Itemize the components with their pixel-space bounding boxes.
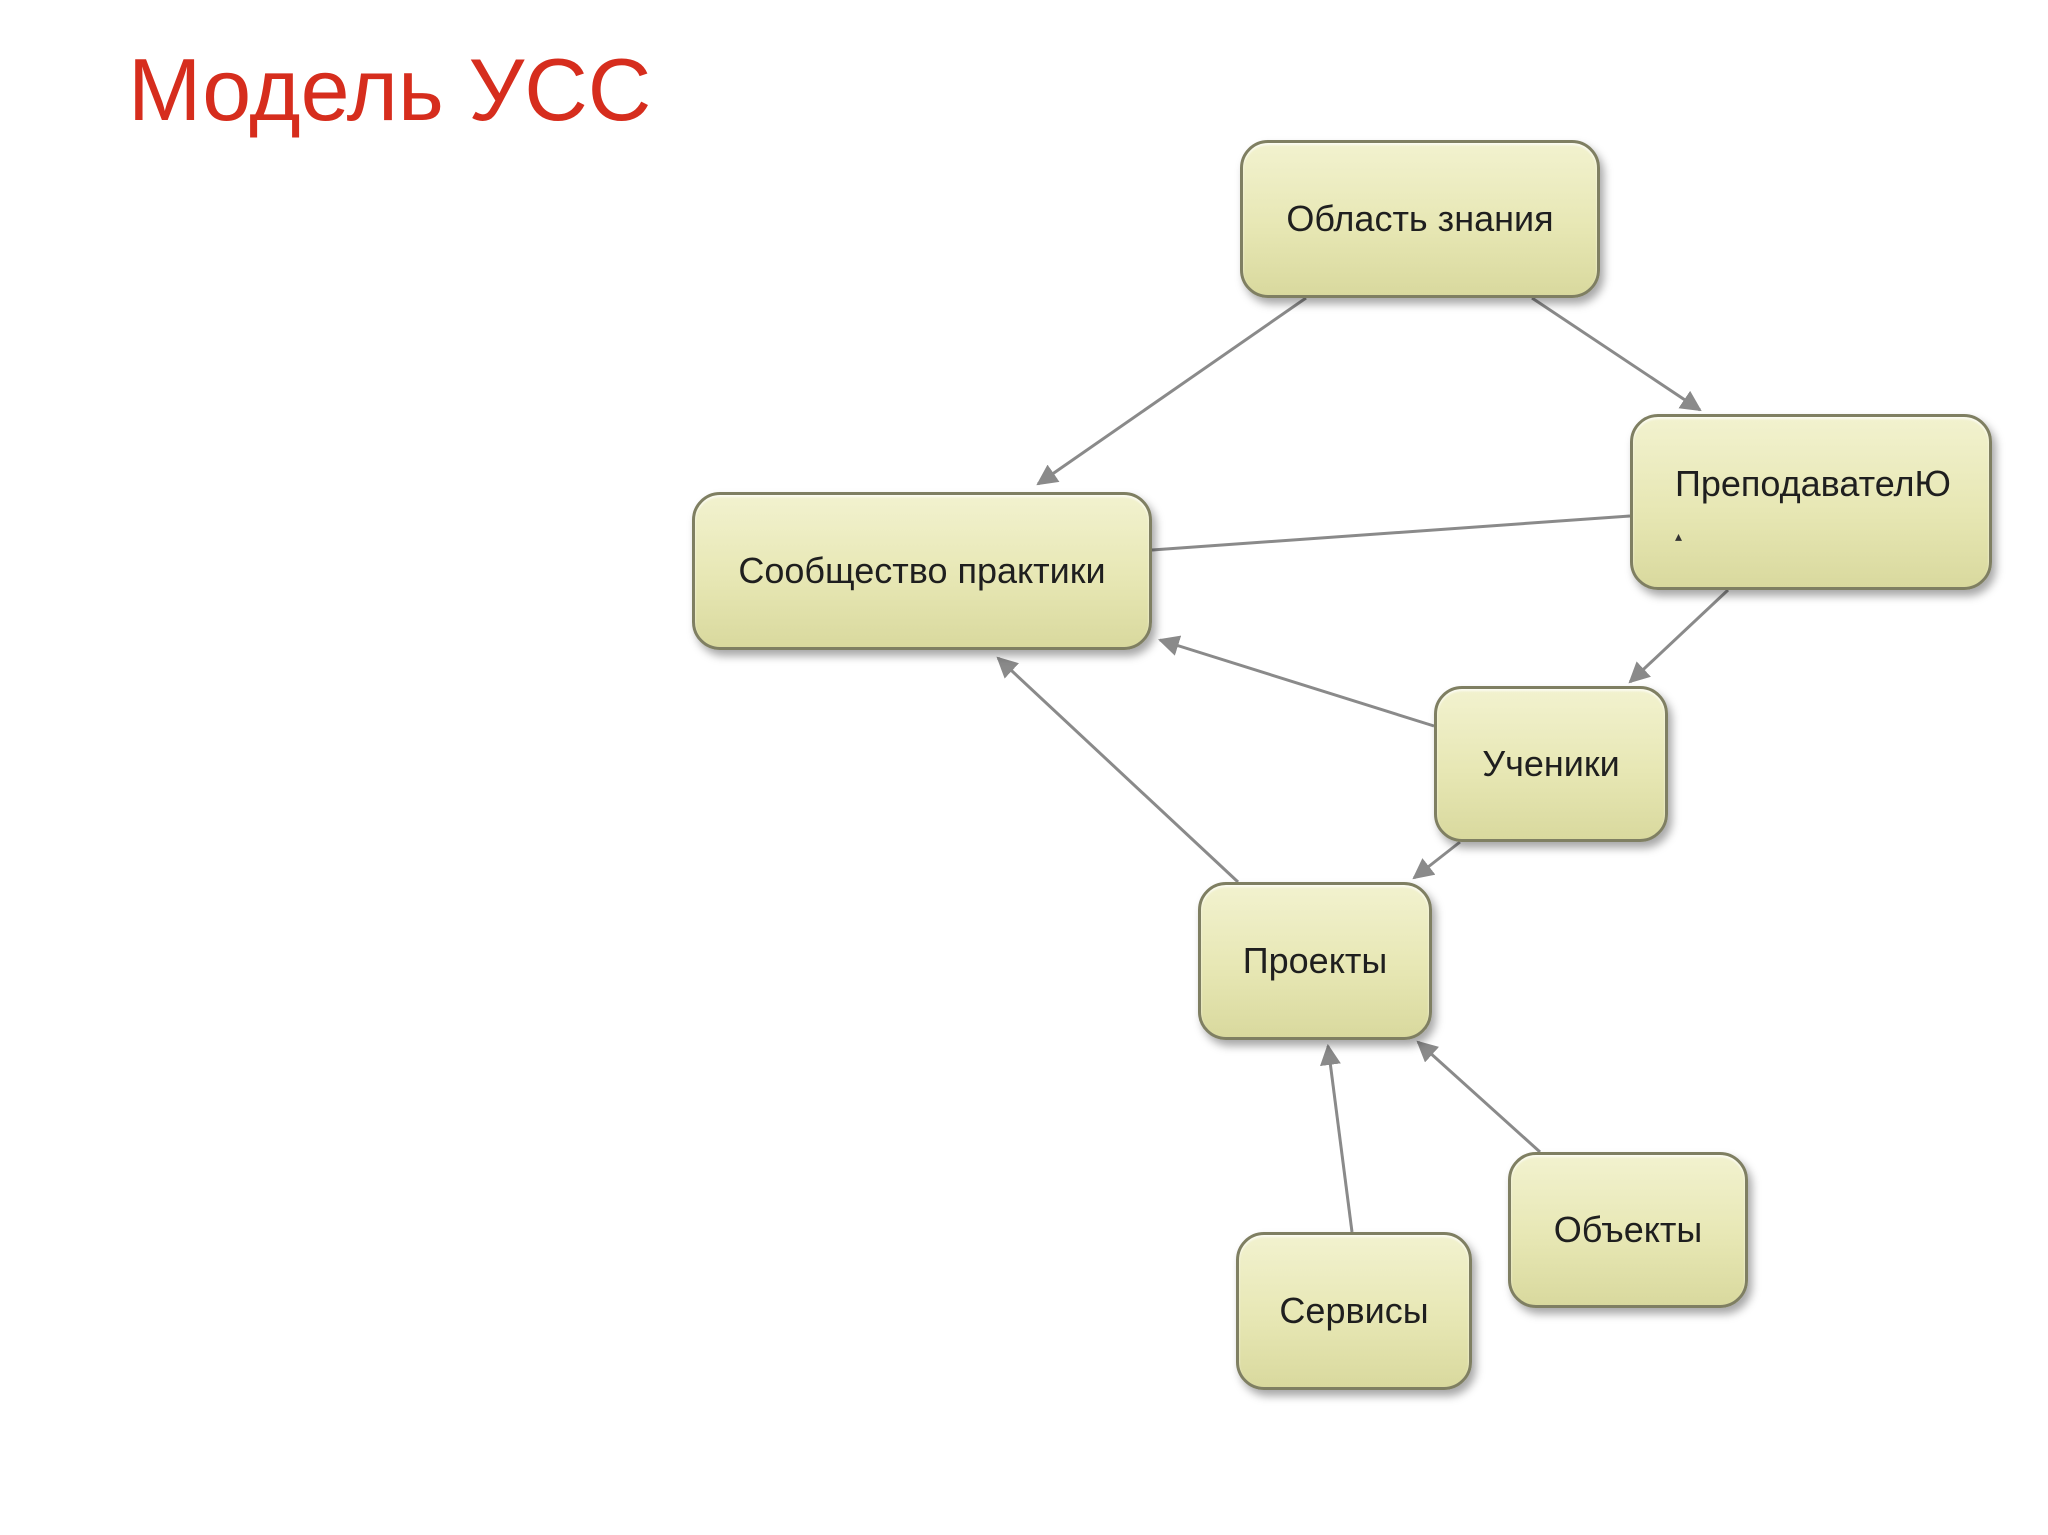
edge-objects-to-projects xyxy=(1416,1040,1542,1154)
edge-projects-to-community xyxy=(996,656,1240,884)
node-community-of-practice: Сообщество практики xyxy=(692,492,1152,650)
slide-title: Модель УСС xyxy=(128,40,652,139)
node-students: Ученики xyxy=(1434,686,1668,842)
edge-knowledge-to-community xyxy=(1036,296,1307,486)
node-teacher: ПреподавателЮ ▴ xyxy=(1630,414,1992,590)
edge-students-to-community xyxy=(1157,635,1435,728)
node-knowledge-area: Область знания xyxy=(1240,140,1600,298)
node-teacher-mark: ▴ xyxy=(1675,528,1683,544)
node-students-label: Ученики xyxy=(1482,743,1620,784)
node-projects-label: Проекты xyxy=(1242,940,1388,981)
edge-knowledge-to-teacher xyxy=(1531,296,1702,412)
edge-teacher-to-students xyxy=(1628,588,1730,684)
node-knowledge-area-label: Область знания xyxy=(1286,198,1554,239)
node-teacher-label: ПреподавателЮ xyxy=(1675,463,1951,504)
node-services-label: Сервисы xyxy=(1279,1290,1429,1331)
node-projects: Проекты xyxy=(1198,882,1432,1040)
node-services: Сервисы xyxy=(1236,1232,1472,1390)
node-objects: Объекты xyxy=(1508,1152,1748,1308)
edge-services-to-projects xyxy=(1320,1043,1354,1233)
edge-teacher-to-community xyxy=(1151,514,1631,552)
node-objects-label: Объекты xyxy=(1553,1209,1703,1250)
node-community-of-practice-label: Сообщество практики xyxy=(738,550,1106,591)
edge-students-to-projects xyxy=(1412,840,1461,880)
